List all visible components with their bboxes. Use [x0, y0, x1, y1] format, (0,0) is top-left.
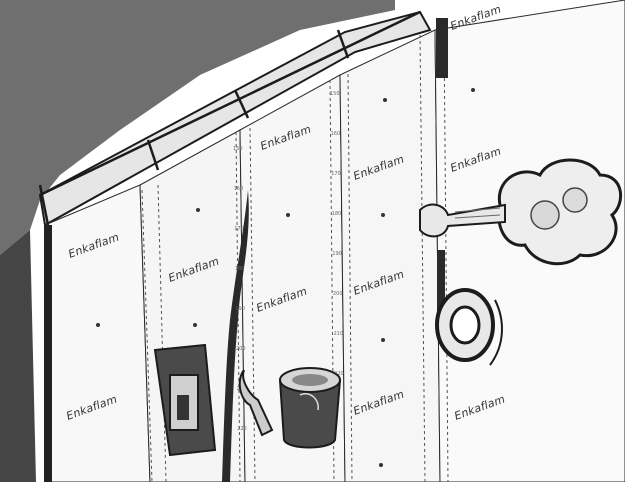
ruler-tick-label: 180 — [332, 211, 342, 217]
left-wall-edge — [0, 230, 36, 482]
ruler-tick-label: 150 — [233, 146, 243, 152]
ruler-tick-label: 170 — [234, 226, 244, 232]
membrane-sheet-1 — [45, 185, 150, 482]
paint-bucket-icon — [280, 368, 340, 448]
ruler-tick-label: 200 — [236, 346, 246, 352]
ruler-tick-label: 160 — [331, 131, 341, 137]
top-tape-strip — [436, 18, 448, 78]
ruler-tick-label: 200 — [333, 291, 343, 297]
ruler-tick-label: 220 — [237, 426, 247, 432]
ruler-tick-label: 150 — [330, 91, 340, 97]
ruler-tick-label: 170 — [331, 171, 341, 177]
ruler-tick-label: 190 — [235, 306, 245, 312]
ruler-tick-label: 180 — [235, 266, 245, 272]
ruler-tick-label: 160 — [234, 186, 244, 192]
ruler-tick-label: 190 — [332, 251, 342, 257]
ruler-tick-label: 210 — [334, 331, 344, 337]
left-seam-band — [44, 225, 52, 482]
